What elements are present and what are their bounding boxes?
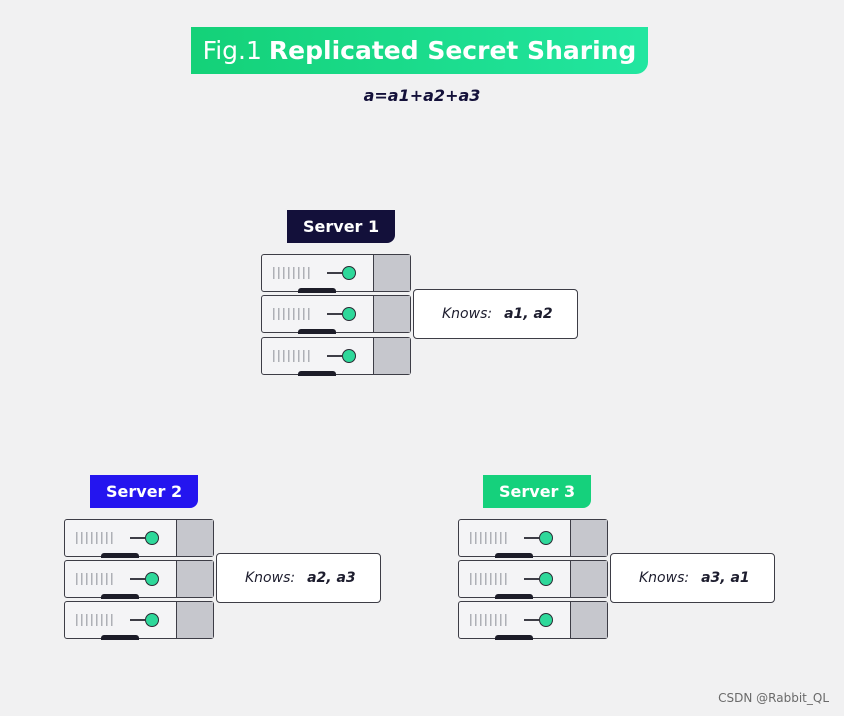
rack-cap (373, 296, 410, 332)
rack-cap (373, 255, 410, 291)
server-3-rack-unit-2 (458, 560, 608, 599)
rack-cap (570, 602, 607, 638)
indicator-line (327, 313, 342, 315)
vent-icon (76, 573, 116, 585)
server-3-rack-unit-3 (458, 601, 608, 640)
vent-icon (470, 614, 510, 626)
indicator-line (130, 619, 145, 621)
led-indicator-icon (342, 349, 356, 363)
figure-title: Replicated Secret Sharing (268, 36, 637, 65)
rack-foot (495, 635, 533, 640)
rack-cap (373, 338, 410, 374)
server-2-rack-unit-1 (64, 519, 214, 558)
led-indicator-icon (145, 613, 159, 627)
knows-value: a2, a3 (307, 570, 356, 586)
rack-cap (570, 561, 607, 597)
knows-label: Knows: (639, 570, 690, 586)
rack-foot (298, 329, 336, 334)
server-3-rack-unit-1 (458, 519, 608, 558)
rack-cap (176, 561, 213, 597)
led-indicator-icon (539, 531, 553, 545)
rack-foot (101, 594, 139, 599)
led-indicator-icon (145, 531, 159, 545)
server-3-knows-box: Knows: a3, a1 (610, 553, 775, 603)
indicator-line (327, 355, 342, 357)
rack-cap (176, 520, 213, 556)
rack-foot (495, 594, 533, 599)
server-2-label: Server 2 (90, 475, 199, 508)
server-2-rack-unit-3 (64, 601, 214, 640)
figure-title-banner: Fig.1 Replicated Secret Sharing (191, 27, 648, 74)
rack-foot (101, 553, 139, 558)
formula: a=a1+a2+a3 (363, 86, 481, 105)
server-1-knows-box: Knows: a1, a2 (413, 289, 578, 339)
indicator-line (130, 578, 145, 580)
indicator-line (524, 578, 539, 580)
server-1-rack-unit-3 (261, 337, 411, 376)
vent-icon (76, 614, 116, 626)
knows-value: a1, a2 (504, 306, 553, 322)
server-2-rack-unit-2 (64, 560, 214, 599)
knows-label: Knows: (442, 306, 493, 322)
server-2-knows-box: Knows: a2, a3 (216, 553, 381, 603)
indicator-line (524, 537, 539, 539)
watermark: CSDN @Rabbit_QL (718, 691, 829, 705)
rack-foot (298, 371, 336, 376)
server-1-label: Server 1 (287, 210, 396, 243)
led-indicator-icon (539, 613, 553, 627)
server-3-label: Server 3 (483, 475, 592, 508)
knows-value: a3, a1 (701, 570, 750, 586)
vent-icon (273, 350, 313, 362)
led-indicator-icon (342, 307, 356, 321)
knows-label: Knows: (245, 570, 296, 586)
indicator-line (524, 619, 539, 621)
rack-cap (176, 602, 213, 638)
led-indicator-icon (539, 572, 553, 586)
rack-foot (101, 635, 139, 640)
vent-icon (273, 308, 313, 320)
led-indicator-icon (342, 266, 356, 280)
indicator-line (130, 537, 145, 539)
led-indicator-icon (145, 572, 159, 586)
server-1-rack-unit-1 (261, 254, 411, 293)
figure-number: Fig.1 (202, 36, 262, 65)
rack-cap (570, 520, 607, 556)
server-1-rack-unit-2 (261, 295, 411, 334)
rack-foot (298, 288, 336, 293)
rack-foot (495, 553, 533, 558)
vent-icon (470, 573, 510, 585)
vent-icon (76, 532, 116, 544)
indicator-line (327, 272, 342, 274)
vent-icon (273, 267, 313, 279)
vent-icon (470, 532, 510, 544)
